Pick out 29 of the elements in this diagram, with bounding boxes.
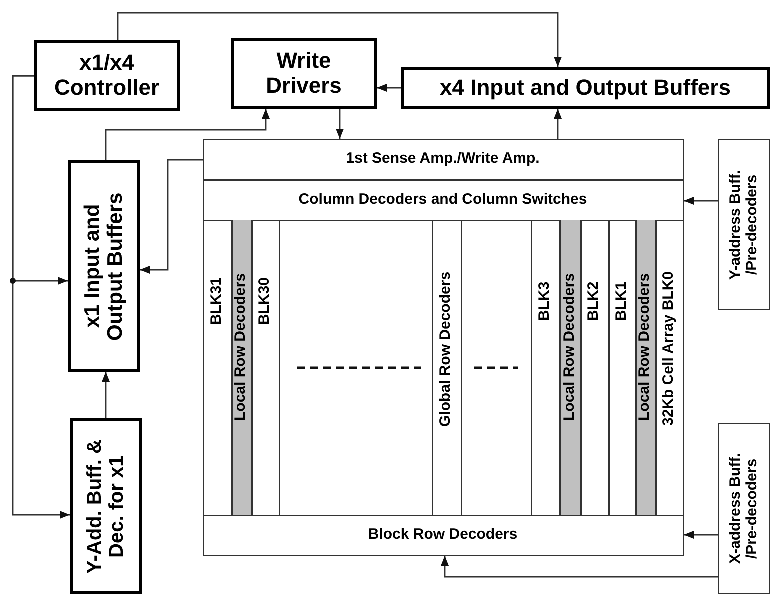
column-decoder-row: Column Decoders and Column Switches: [202, 180, 684, 220]
row-decoder-strip: Local Row Decoders: [560, 220, 580, 516]
address-buffer-box: X-address Buff. /Pre-decoders: [718, 423, 770, 594]
cell-block-column: BLK3: [530, 220, 560, 516]
controller-box: x1/x4 Controller: [34, 40, 180, 111]
cell-block-column: BLK31: [202, 220, 232, 516]
buffer-box: x4 Input and Output Buffers: [401, 67, 770, 109]
row-decoder-column: Global Row Decoders: [432, 220, 462, 516]
arrow: [140, 159, 203, 274]
arrow: [684, 197, 718, 205]
row-decoder-strip: Local Row Decoders: [636, 220, 656, 516]
address-buffer-box: Y-address Buff. /Pre-decoders: [718, 139, 770, 310]
address-decoder-box: Y-Add. Buff. & Dec. for x1: [70, 418, 142, 594]
arrow: [12, 75, 70, 519]
cell-block-column: BLK2: [580, 220, 608, 516]
arrow: [377, 84, 401, 92]
arrow: [554, 109, 562, 139]
arrow: [684, 531, 718, 539]
arrow: [441, 556, 718, 578]
arrow: [117, 12, 562, 67]
arrow: [336, 109, 344, 139]
cell-block-column: BLK1: [608, 220, 636, 516]
cell-array-column: 32Kb Cell Array BLK0: [656, 220, 684, 516]
arrow: [105, 109, 270, 160]
arrow: [102, 372, 110, 418]
buffer-box: x1 Input and Output Buffers: [68, 160, 140, 372]
driver-box: Write Drivers: [231, 38, 377, 109]
row-decoder-strip: Local Row Decoders: [232, 220, 252, 516]
cell-block-column: BLK30: [252, 220, 280, 516]
